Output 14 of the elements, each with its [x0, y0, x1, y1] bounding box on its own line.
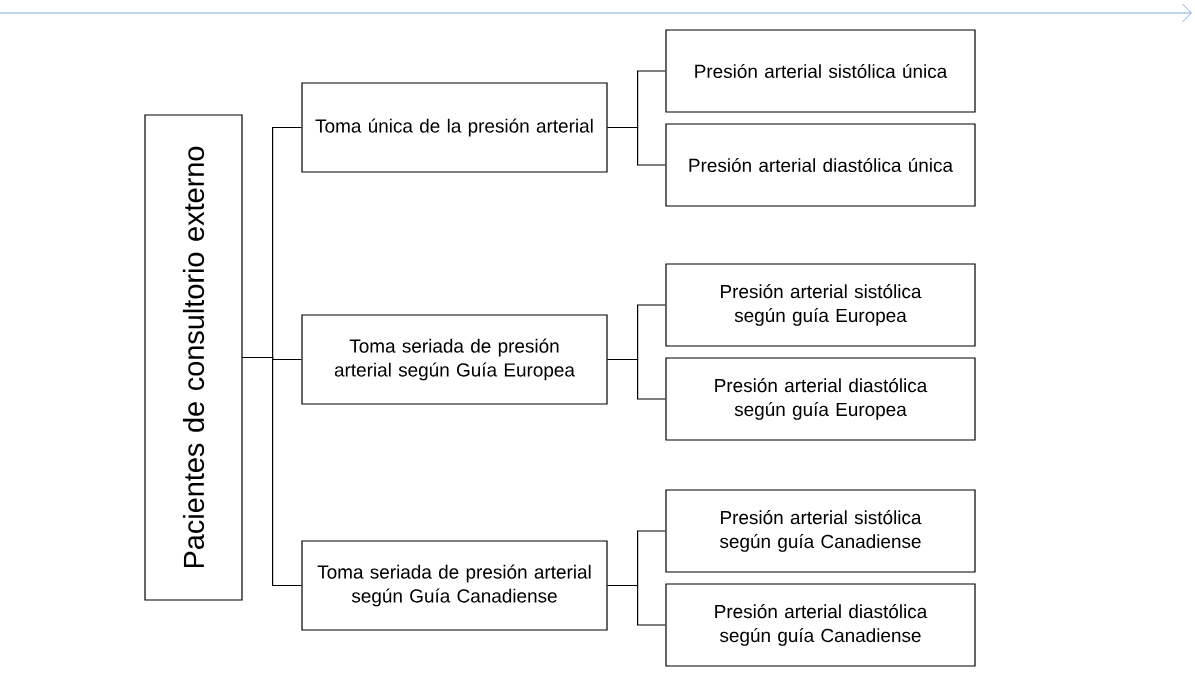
- connector: [607, 126, 666, 166]
- method-box: Toma única de la presión arterial: [301, 82, 608, 173]
- method-box: Toma seriada de presión arterial según Guía Canadiense: [301, 540, 608, 631]
- measure-box: Presión arterial sistólica según guía Europea: [665, 263, 976, 347]
- method-box: Toma seriada de presión arterial según Guía Europea: [301, 314, 608, 405]
- connector: [242, 356, 302, 587]
- connector: [607, 358, 666, 400]
- measure-box: Presión arterial diastólica según guía Europea: [665, 357, 976, 441]
- measure-box: Presión arterial diastólica según guía Canadiense: [665, 583, 976, 667]
- connector: [607, 584, 666, 626]
- measure-box: Presión arterial sistólica según guía Canadiense: [665, 489, 976, 573]
- measure-box: Presión arterial diastólica única: [665, 123, 976, 207]
- measure-box: Presión arterial sistólica única: [665, 29, 976, 113]
- category-box: Pacientes de consultorio externo: [144, 114, 243, 601]
